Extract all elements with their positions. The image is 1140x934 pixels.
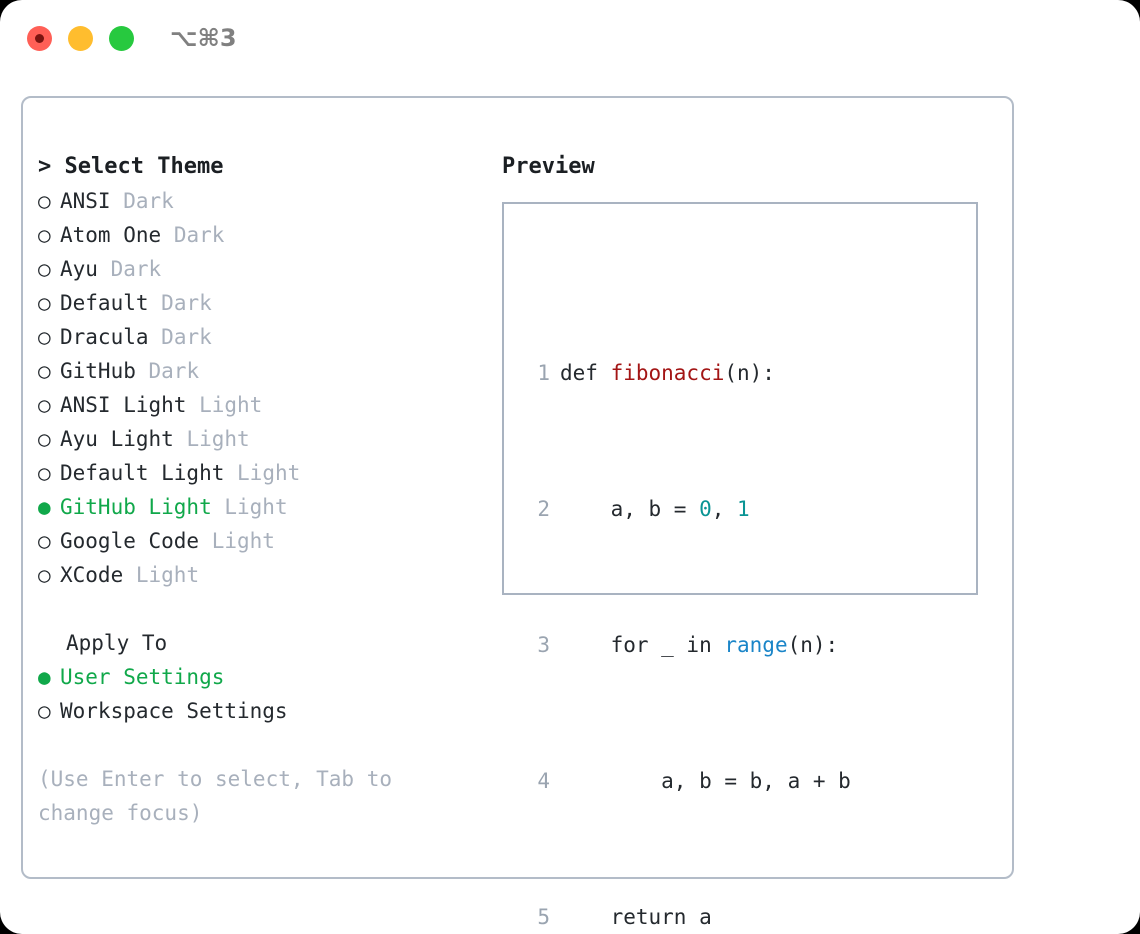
theme-name: GitHub — [60, 359, 136, 383]
apply-to-option-workspace[interactable]: ○ Workspace Settings — [38, 694, 478, 728]
theme-name: Default — [60, 291, 149, 315]
radio-icon[interactable]: ○ — [38, 461, 51, 485]
radio-icon[interactable]: ○ — [38, 699, 51, 723]
theme-name: Atom One — [60, 223, 162, 247]
line-number: 4 — [537, 769, 550, 793]
theme-kind: Dark — [123, 189, 174, 213]
theme-list-item[interactable]: ○ Default Dark — [38, 286, 478, 320]
theme-kind: Light — [224, 495, 288, 519]
theme-name: XCode — [60, 563, 124, 587]
theme-list-item[interactable]: ○ Google Code Light — [38, 524, 478, 558]
theme-list-item[interactable]: ○ GitHub Dark — [38, 354, 478, 388]
code-line: 3 for _ in range(n): — [524, 628, 889, 662]
radio-icon[interactable]: ○ — [38, 325, 51, 349]
theme-kind: Dark — [110, 257, 162, 281]
theme-list-item[interactable]: ○ Ayu Light Light — [38, 422, 478, 456]
radio-icon[interactable]: ○ — [38, 393, 51, 417]
code-token: fibonacci — [610, 361, 725, 385]
code-token: a, b = b, a + b — [560, 769, 851, 793]
title-bar: ⌥⌘3 — [0, 0, 1140, 78]
help-text: (Use Enter to select, Tab to change focu… — [38, 767, 393, 825]
radio-icon-selected[interactable]: ● — [38, 665, 51, 689]
code-token: return a — [560, 905, 712, 929]
zoom-button[interactable] — [109, 26, 134, 51]
select-theme-header: > Select Theme — [38, 150, 478, 184]
code-token: a, b = — [560, 497, 700, 521]
theme-kind: Dark — [161, 291, 212, 315]
theme-name: Default Light — [60, 461, 225, 485]
minimize-button[interactable] — [68, 26, 93, 51]
apply-to-section: Apply To ● User Settings ○ Workspace Setti… — [38, 626, 478, 728]
radio-icon[interactable]: ○ — [38, 359, 51, 383]
radio-icon[interactable]: ○ — [38, 257, 51, 281]
theme-name: Ayu Light — [60, 427, 174, 451]
radio-icon[interactable]: ○ — [38, 427, 51, 451]
theme-list-item-selected[interactable]: ● GitHub Light Light — [38, 490, 478, 524]
theme-kind: Light — [186, 427, 250, 451]
code-token: range — [724, 633, 788, 657]
code-token: 0 — [699, 497, 712, 521]
theme-selection-column: > Select Theme ○ ANSI Dark ○ Atom One Dark… — [38, 150, 478, 830]
theme-name: Google Code — [60, 529, 200, 553]
header-caret-icon: > — [38, 154, 52, 179]
theme-kind: Dark — [148, 359, 200, 383]
preview-header: Preview — [502, 154, 595, 179]
radio-icon[interactable]: ○ — [38, 291, 51, 315]
radio-icon-selected[interactable]: ● — [38, 495, 51, 519]
radio-icon[interactable]: ○ — [38, 223, 51, 247]
theme-kind: Dark — [173, 223, 225, 247]
theme-list-item[interactable]: ○ ANSI Dark — [38, 184, 478, 218]
theme-name: Ayu — [60, 257, 98, 281]
code-line: 1 def fibonacci(n): — [524, 356, 889, 390]
traffic-lights — [27, 26, 134, 51]
theme-kind: Light — [237, 461, 301, 485]
theme-kind: Dark — [161, 325, 212, 349]
radio-icon[interactable]: ○ — [38, 529, 51, 553]
line-number: 5 — [537, 905, 550, 929]
apply-to-title: Apply To — [66, 631, 168, 655]
radio-icon[interactable]: ○ — [38, 189, 51, 213]
apply-to-label: User Settings — [60, 665, 225, 689]
code-token: (n): — [787, 633, 839, 657]
theme-list-item[interactable]: ○ Ayu Dark — [38, 252, 478, 286]
main-panel: > Select Theme ○ ANSI Dark ○ Atom One Dark… — [21, 96, 1014, 929]
code-line: 2 a, b = 0, 1 — [524, 492, 889, 526]
radio-icon[interactable]: ○ — [38, 563, 51, 587]
theme-name: ANSI Light — [60, 393, 187, 417]
line-number: 2 — [537, 497, 550, 521]
theme-name: GitHub Light — [60, 495, 212, 519]
close-button[interactable] — [27, 26, 52, 51]
theme-kind: Light — [199, 393, 263, 417]
theme-list-item[interactable]: ○ XCode Light — [38, 558, 478, 592]
theme-name: Dracula — [60, 325, 149, 349]
theme-list: ○ ANSI Dark ○ Atom One Dark ○ Ayu Dark ○ Def… — [38, 184, 478, 592]
code-token: def — [560, 361, 611, 385]
code-token: for _ in — [560, 633, 725, 657]
code-line: 5 return a — [524, 900, 889, 934]
line-number: 1 — [537, 361, 550, 385]
select-theme-title: Select Theme — [64, 154, 224, 179]
line-number: 3 — [537, 633, 550, 657]
theme-kind: Light — [211, 529, 275, 553]
code-line: 4 a, b = b, a + b — [524, 764, 889, 798]
code-token: 1 — [737, 497, 750, 521]
window-title: ⌥⌘3 — [170, 24, 237, 52]
theme-list-item[interactable]: ○ Dracula Dark — [38, 320, 478, 354]
apply-to-option-user[interactable]: ● User Settings — [38, 660, 478, 694]
code-token: (n): — [724, 361, 775, 385]
theme-list-item[interactable]: ○ ANSI Light Light — [38, 388, 478, 422]
theme-name: ANSI — [60, 189, 111, 213]
code-token: , — [711, 497, 738, 521]
theme-list-item[interactable]: ○ Atom One Dark — [38, 218, 478, 252]
apply-to-label: Workspace Settings — [60, 699, 288, 723]
theme-kind: Light — [135, 563, 200, 587]
theme-list-item[interactable]: ○ Default Light Light — [38, 456, 478, 490]
